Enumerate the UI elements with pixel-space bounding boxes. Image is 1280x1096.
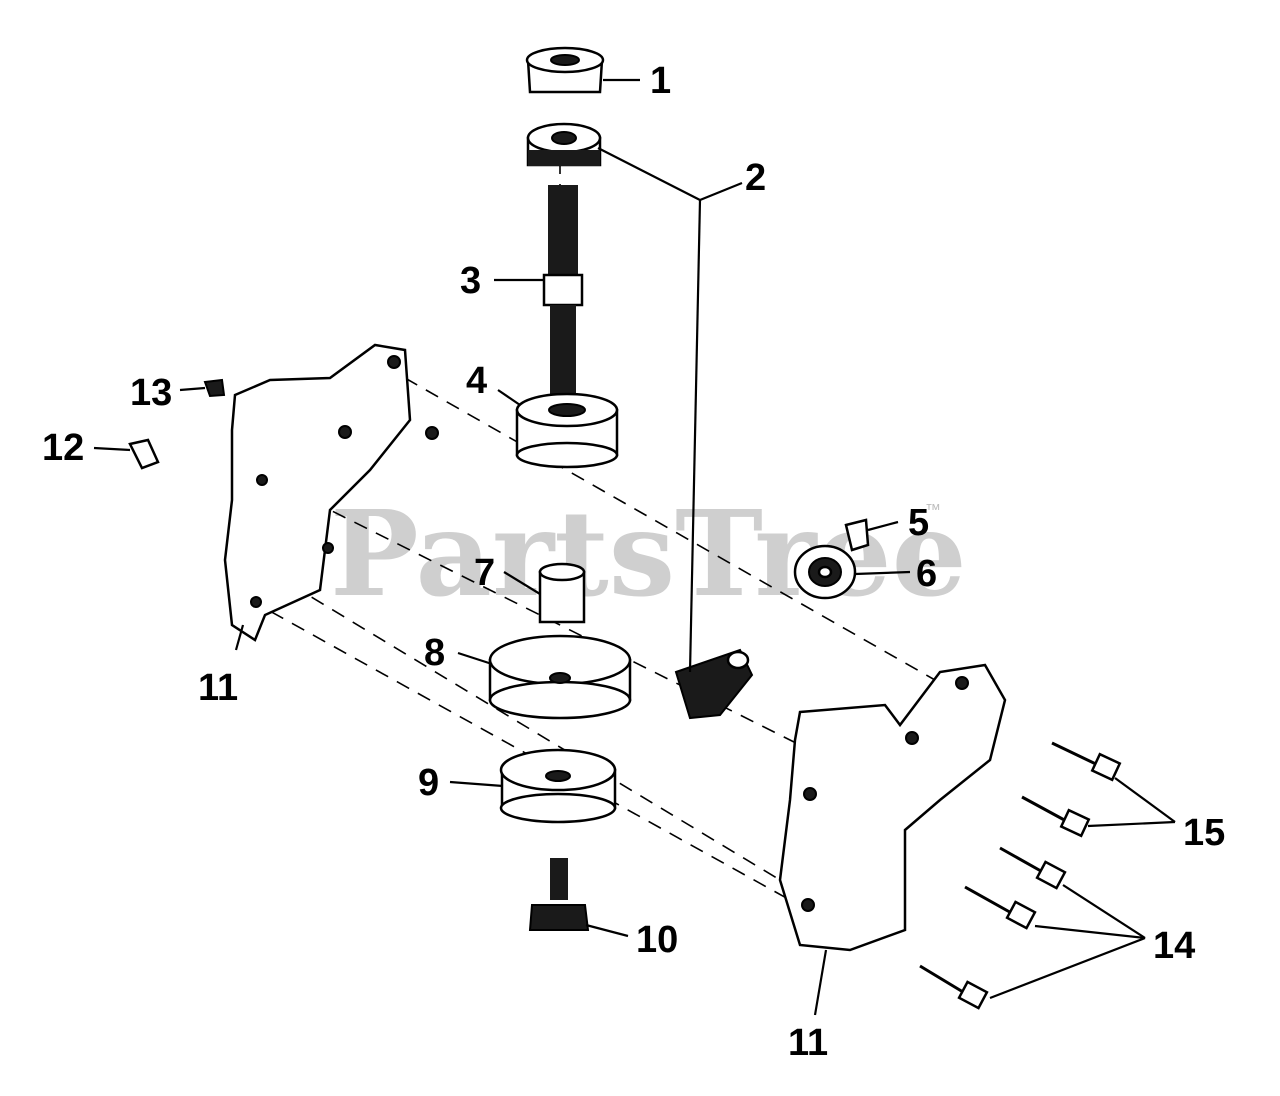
part-screws-14 [919, 846, 1067, 1010]
part-nut [525, 46, 605, 94]
watermark-brand: PartsTree [330, 484, 967, 623]
part-housing-right [778, 663, 1007, 952]
callout-9: 9 [418, 762, 439, 804]
part-plug [674, 648, 754, 720]
callout-14: 14 [1153, 925, 1195, 967]
callout-10: 10 [636, 919, 678, 961]
leader-lines [93, 78, 1176, 1016]
watermark-trademark: ™ [925, 502, 941, 519]
callout-3: 3 [460, 260, 481, 302]
part-small-bearing [793, 544, 857, 600]
callout-11-right: 11 [788, 1022, 828, 1064]
callout-2: 2 [745, 157, 766, 199]
callout-5: 5 [908, 502, 929, 544]
part-sleeve [538, 562, 586, 624]
callout-13: 13 [130, 372, 172, 414]
part-bearing [515, 392, 619, 469]
callout-15: 15 [1183, 812, 1225, 854]
callout-1: 1 [650, 60, 671, 102]
part-small-screw [203, 378, 226, 398]
part-cup-washer [488, 634, 632, 720]
callout-8: 8 [424, 632, 445, 674]
callout-12: 12 [42, 427, 84, 469]
part-housing-left [223, 343, 439, 642]
callout-7: 7 [474, 552, 495, 594]
callout-4: 4 [466, 360, 487, 402]
part-key [844, 518, 870, 552]
part-washer-top [526, 122, 602, 167]
part-screws-15 [1021, 741, 1122, 838]
part-bolt-bottom [528, 858, 590, 931]
callout-6: 6 [916, 553, 937, 595]
part-lower-washer [499, 748, 617, 824]
part-grease-fitting [128, 438, 160, 470]
part-spindle-shaft [542, 185, 584, 400]
callout-11-left: 11 [198, 667, 238, 709]
